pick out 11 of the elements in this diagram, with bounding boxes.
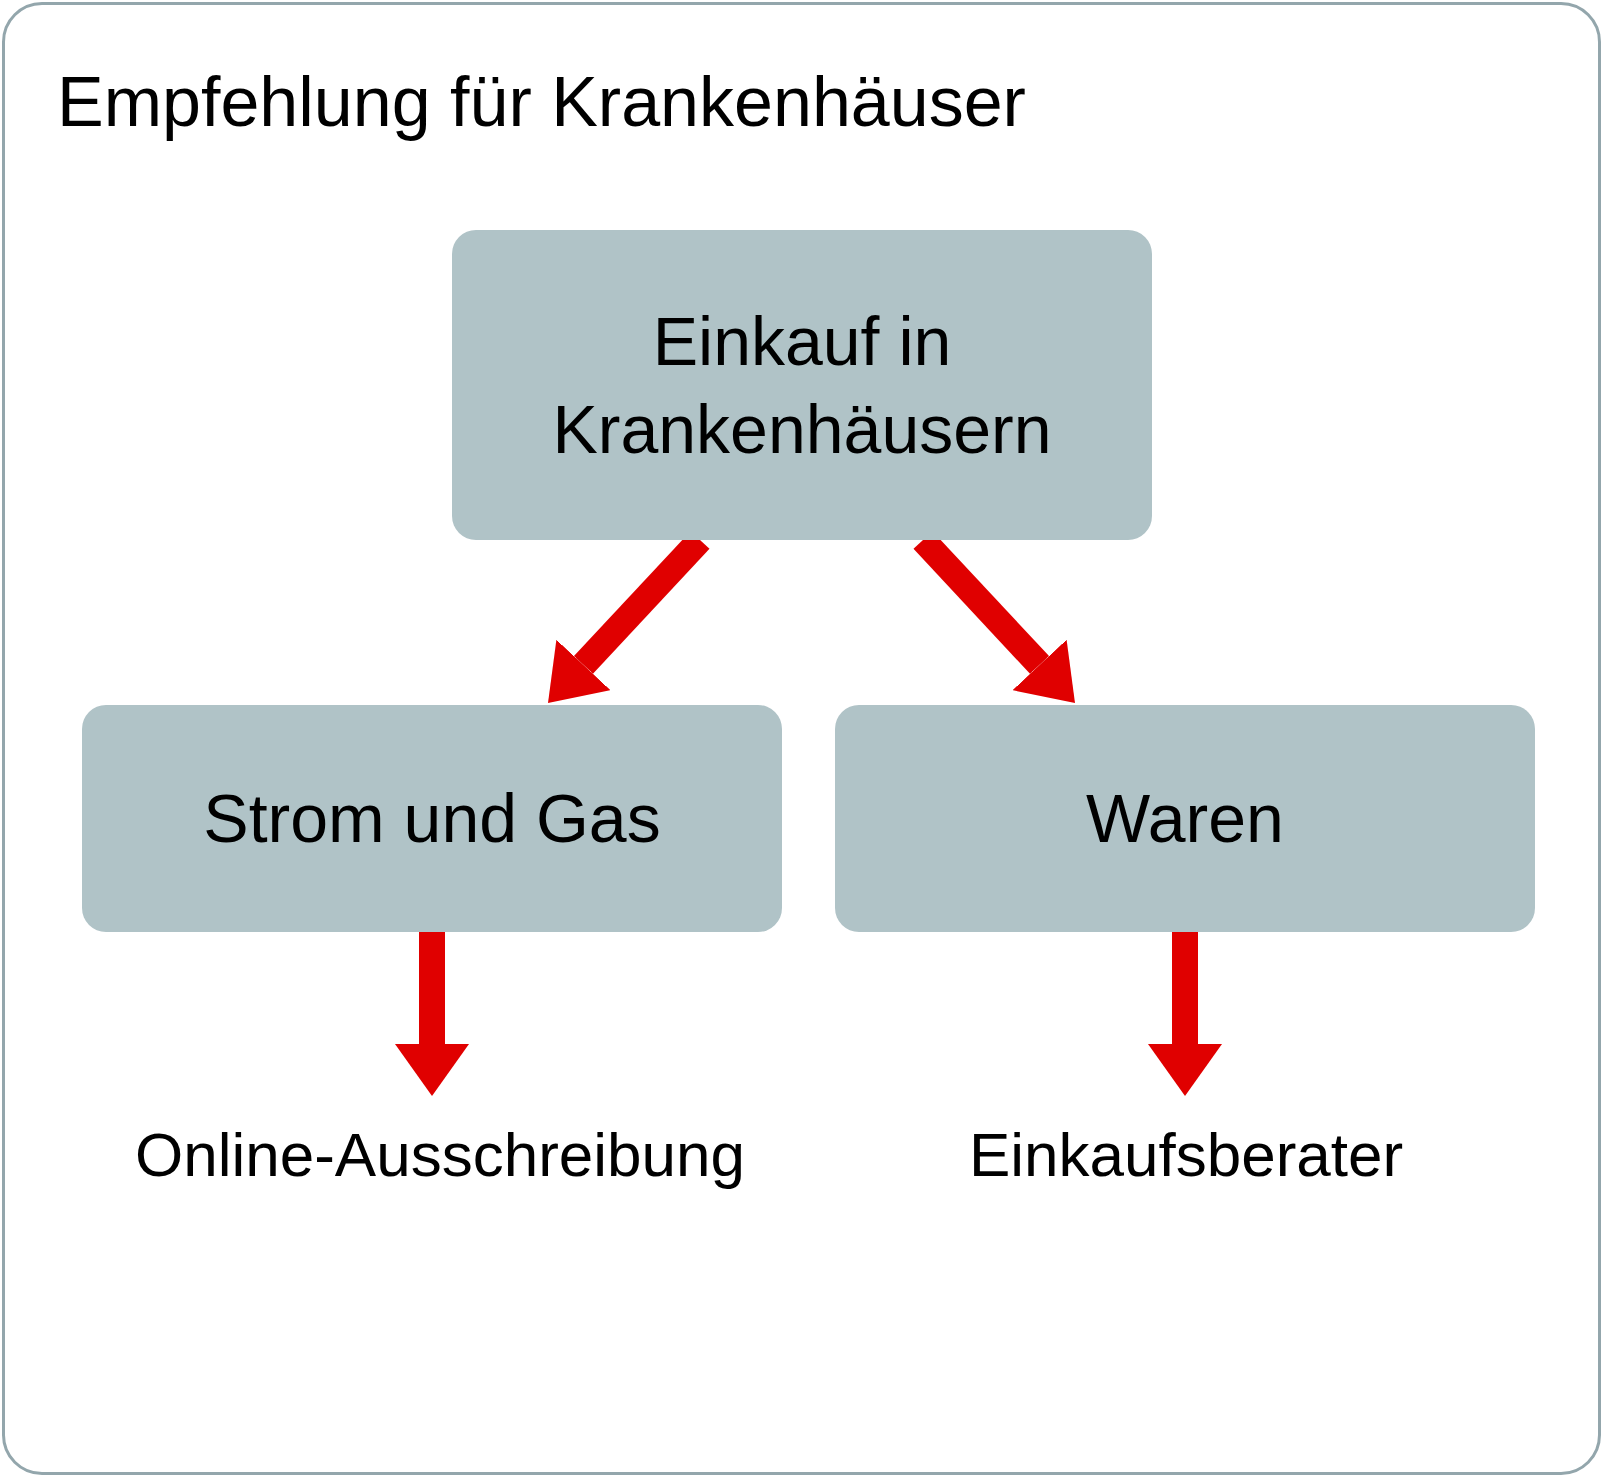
box-label: Strom und Gas — [203, 779, 661, 859]
process-box — [835, 705, 1535, 932]
step-label: Online-Ausschreibung — [135, 1118, 745, 1191]
box-label: Waren — [1086, 779, 1284, 859]
process-box — [452, 230, 1152, 540]
arrow — [1148, 932, 1222, 1096]
box-label: Einkauf in Krankenhäusern — [551, 301, 1053, 469]
arrow — [395, 932, 469, 1096]
step-label: Einkaufsberater — [968, 1118, 1404, 1191]
diagram-title: Empfehlung für Krankenhäuser — [57, 62, 1026, 142]
process-box — [82, 705, 782, 932]
